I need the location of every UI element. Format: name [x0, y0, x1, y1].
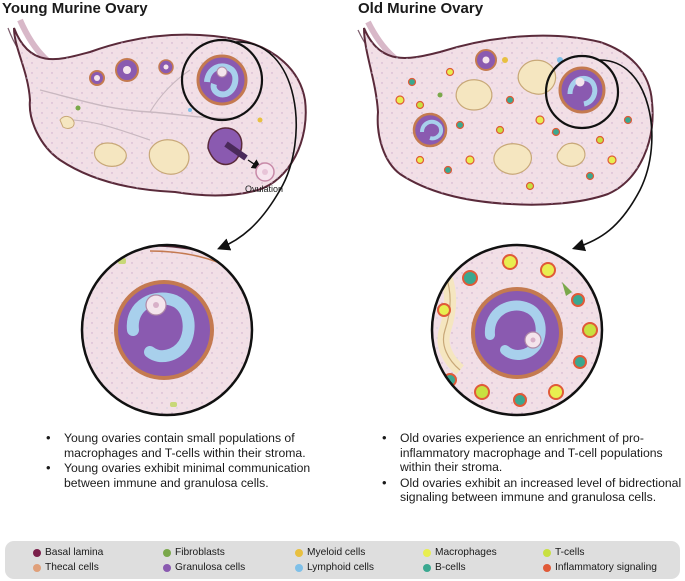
legend-swatch: [543, 549, 551, 557]
bullet-young-2: Young ovaries exhibit minimal communicat…: [46, 461, 336, 490]
title-young-ovary: Young Murine Ovary: [2, 0, 148, 17]
young-ovary: Ovulation: [7, 18, 307, 251]
title-old-ovary: Old Murine Ovary: [358, 0, 484, 17]
legend-label: Granulosa cells: [175, 562, 246, 573]
legend-label: T-cells: [555, 547, 585, 558]
legend-label: Fibroblasts: [175, 547, 225, 558]
legend-swatch: [33, 564, 41, 572]
young-zoom: [80, 243, 254, 417]
legend-item-macrophages: Macrophages: [423, 547, 497, 558]
bullet-old-2: Old ovaries exhibit an increased level o…: [382, 476, 682, 505]
legend-swatch: [423, 549, 431, 557]
legend: Basal lamina Thecal cells Fibroblasts Gr…: [5, 541, 680, 579]
legend-item-thecal-cells: Thecal cells: [33, 562, 99, 573]
old-ovary: [357, 20, 654, 252]
legend-label: Myeloid cells: [307, 547, 366, 558]
old-zoom: [430, 243, 604, 417]
legend-label: Basal lamina: [45, 547, 104, 558]
legend-item-lymphoid-cells: Lymphoid cells: [295, 562, 375, 573]
legend-item-basal-lamina: Basal lamina: [33, 547, 104, 558]
legend-item-t-cells: T-cells: [543, 547, 585, 558]
legend-label: Macrophages: [435, 547, 497, 558]
diagram-illustration: Ovulation: [7, 18, 654, 417]
legend-swatch: [295, 564, 303, 572]
old-zoom-source: [544, 54, 620, 130]
legend-swatch: [295, 549, 303, 557]
legend-item-granulosa-cells: Granulosa cells: [163, 562, 246, 573]
legend-item-myeloid-cells: Myeloid cells: [295, 547, 366, 558]
legend-label: B-cells: [435, 562, 466, 573]
legend-swatch: [423, 564, 431, 572]
bullets-old: Old ovaries experience an enrichment of …: [382, 431, 682, 506]
old-ovary-immune-cells: [395, 57, 633, 191]
legend-swatch: [163, 564, 171, 572]
legend-swatch: [543, 564, 551, 572]
legend-item-b-cells: B-cells: [423, 562, 466, 573]
legend-label: Inflammatory signaling: [555, 562, 657, 573]
legend-label: Lymphoid cells: [307, 562, 375, 573]
young-zoom-source: [180, 38, 264, 122]
legend-item-inflammatory-signaling: Inflammatory signaling: [543, 562, 657, 573]
legend-swatch: [163, 549, 171, 557]
legend-item-fibroblasts: Fibroblasts: [163, 547, 225, 558]
legend-swatch: [33, 549, 41, 557]
bullet-old-1: Old ovaries experience an enrichment of …: [382, 431, 682, 475]
bullets-young: Young ovaries contain small populations …: [46, 431, 336, 491]
legend-label: Thecal cells: [45, 562, 99, 573]
bullet-young-1: Young ovaries contain small populations …: [46, 431, 336, 460]
ovulation-label: Ovulation: [245, 184, 283, 194]
